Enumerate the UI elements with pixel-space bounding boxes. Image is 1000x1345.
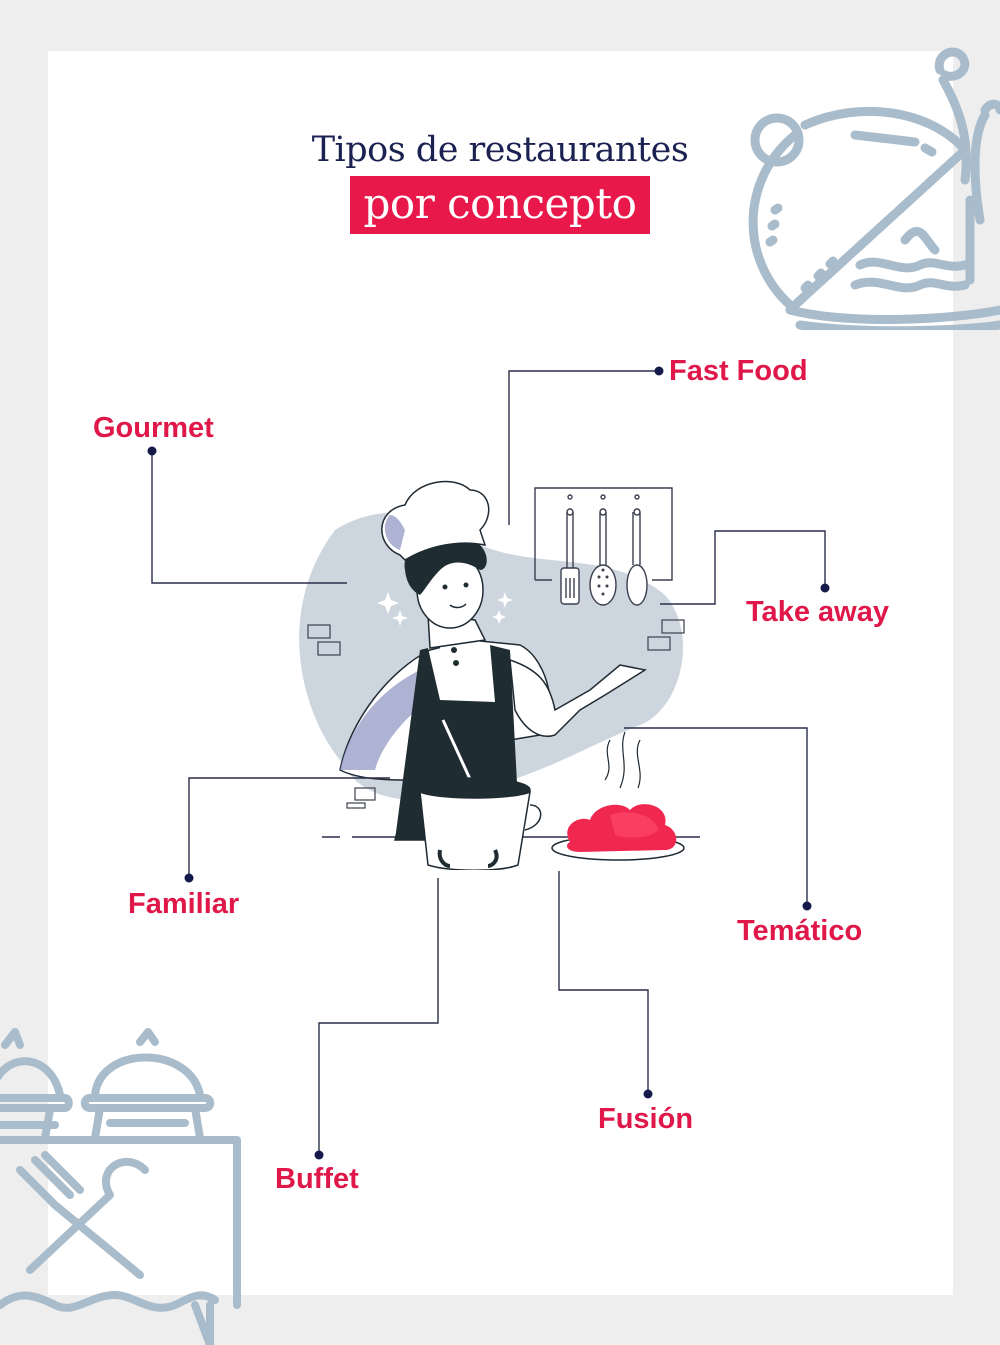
fast-food-dot (654, 366, 664, 376)
title-line-2-highlight: por concepto (349, 176, 651, 234)
label-gourmet: Gourmet (93, 412, 214, 444)
chef-cooking-illustration (299, 480, 700, 870)
label-tematico: Temático (737, 915, 863, 947)
page-title: Tipos de restaurantes por concepto (0, 128, 1000, 234)
familiar-dot (184, 873, 194, 883)
tematico-dot (802, 901, 812, 911)
label-buffet: Buffet (275, 1163, 359, 1195)
label-fast-food: Fast Food (669, 355, 808, 387)
buffet-table-icon (0, 1028, 241, 1345)
take-away-dot (820, 583, 830, 593)
label-take-away: Take away (746, 596, 889, 628)
title-line-1: Tipos de restaurantes (311, 130, 689, 170)
fusion-dot (643, 1089, 653, 1099)
gourmet-dot (147, 446, 157, 456)
label-familiar: Familiar (128, 888, 240, 920)
buffet-dot (314, 1150, 324, 1160)
label-fusion: Fusión (598, 1103, 694, 1135)
